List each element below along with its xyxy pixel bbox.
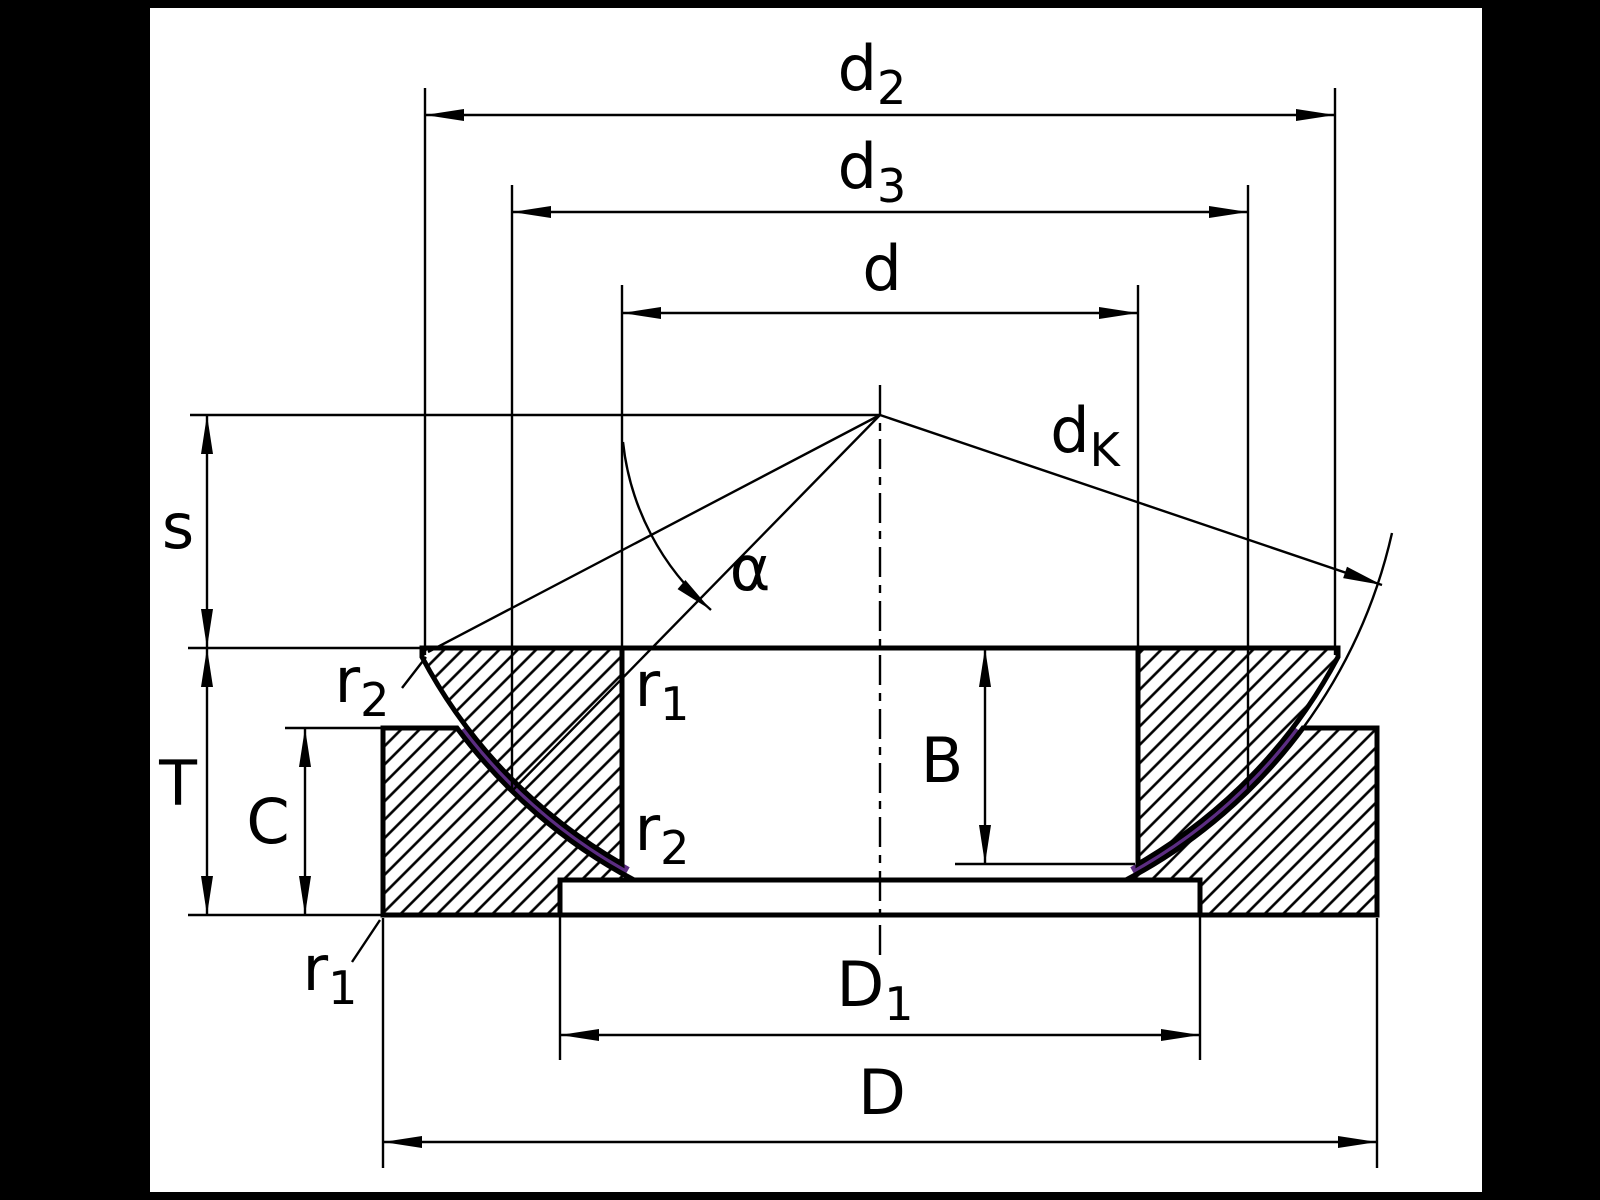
- label-r2-outer: r2: [335, 644, 390, 727]
- leader-r1-bottom: [351, 919, 381, 963]
- label-C: C: [246, 785, 289, 858]
- sphere-extension-arc: [1302, 532, 1394, 729]
- label-B: B: [921, 724, 964, 797]
- leader-r2-outer: [401, 656, 427, 689]
- label-dK: dK: [1050, 394, 1121, 477]
- label-r2-bore-bottom: r2: [635, 792, 690, 875]
- upper-washer-section-right: [1135, 645, 1341, 869]
- label-alpha: α: [730, 532, 771, 605]
- witness-lines: [188, 88, 1379, 1168]
- alpha-angle-arc: [621, 441, 712, 611]
- label-r1-bore-top: r1: [635, 648, 690, 731]
- sphere-radius-line-outer: [427, 413, 881, 654]
- sliding-surface-bands: [458, 725, 1302, 877]
- label-d3: d3: [838, 130, 907, 213]
- dimension-line-dK: [879, 413, 1383, 587]
- sliding-surface-right: [1130, 725, 1302, 877]
- label-T: T: [158, 747, 198, 820]
- label-d: d: [862, 232, 901, 305]
- dimension-labels: d2 d3 d dK s α r2 r1 r2 T C B r1 D1 D: [158, 32, 1122, 1129]
- drawing-paper: [150, 8, 1482, 1192]
- label-D: D: [858, 1056, 906, 1129]
- dimension-lines: [201, 109, 1377, 1148]
- upper-washer-section-left: [419, 645, 625, 869]
- bearing-rings: [380, 532, 1394, 918]
- sliding-surface-left: [458, 725, 630, 877]
- label-D1: D1: [836, 948, 913, 1031]
- construction-lines: [190, 413, 1383, 792]
- label-r1-bottom: r1: [303, 932, 358, 1015]
- label-s: s: [162, 490, 194, 563]
- label-d2: d2: [838, 32, 907, 115]
